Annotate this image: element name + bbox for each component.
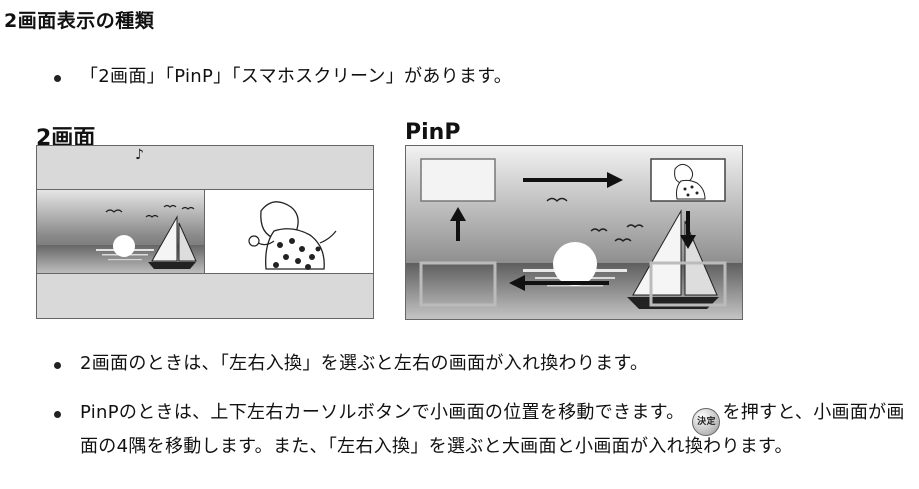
bullet-dual-swap: 2画面のときは、「左右入換」を選ぶと左右の画面が入れ換わります。: [54, 353, 649, 375]
bullet-dot: [54, 362, 61, 369]
dual-top-band: [36, 145, 374, 190]
music-note-icon: ♪: [135, 147, 144, 163]
kettei-button-icon: 決定: [692, 408, 721, 436]
pinp-illustration: [405, 145, 743, 320]
bullet-dot: [54, 75, 61, 82]
pinp-label: PinP: [405, 120, 461, 145]
bullet-pinp-move-text-2: を押すと、小画面が画面の4隅を移動します。また、「左右入換」を選ぶと大画面と小画…: [80, 402, 905, 457]
pinp-position-bottom-right: [649, 261, 727, 307]
dual-bottom-band: [36, 273, 374, 319]
bullet-types-text: 「2画面」「PinP」「スマホスクリーン」があります。: [80, 66, 513, 87]
bullet-dual-swap-text: 2画面のときは、「左右入換」を選ぶと左右の画面が入れ換わります。: [80, 353, 649, 374]
pinp-position-bottom-left: [419, 261, 497, 307]
dual-screen-illustration: ♪: [36, 145, 374, 319]
section-heading: 2画面表示の種類: [4, 10, 155, 32]
bullet-types: 「2画面」「PinP」「スマホスクリーン」があります。: [54, 66, 513, 88]
bullet-pinp-move-text-1: PinPのときは、上下左右カーソルボタンで小画面の位置を移動できます。: [80, 402, 685, 423]
bullet-pinp-move: PinPのときは、上下左右カーソルボタンで小画面の位置を移動できます。 決定を押…: [54, 402, 910, 458]
bullet-dot: [54, 411, 61, 418]
pinp-position-top-left: [420, 158, 496, 202]
